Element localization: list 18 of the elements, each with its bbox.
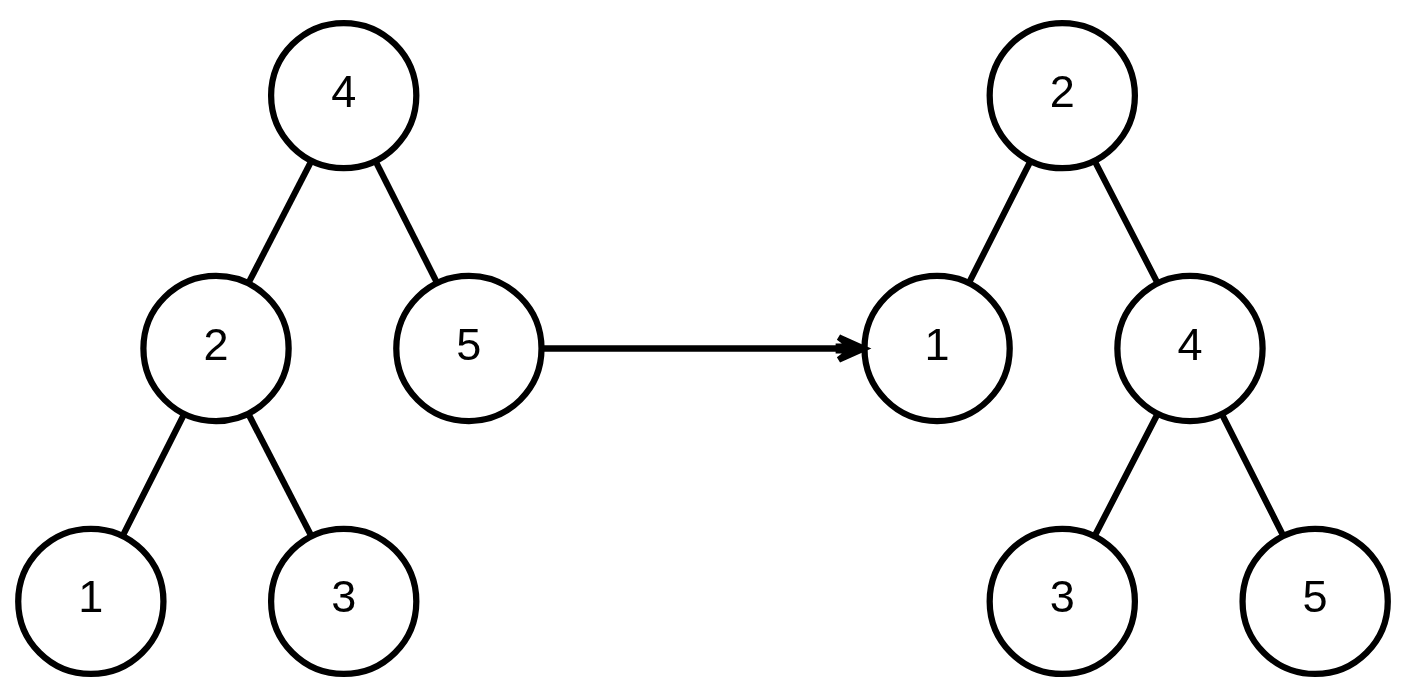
node-circle: 1 xyxy=(861,272,1013,424)
connector xyxy=(372,159,440,284)
node-circle: 4 xyxy=(268,19,420,171)
node-circle: 3 xyxy=(268,525,420,677)
node-circle: 4 xyxy=(1114,272,1266,424)
connector xyxy=(245,159,314,284)
node-circle: 1 xyxy=(15,525,167,677)
connector xyxy=(1092,412,1161,537)
node-circle: 2 xyxy=(986,19,1139,171)
connector xyxy=(1092,159,1161,284)
node-circle: 2 xyxy=(140,272,292,424)
connector xyxy=(966,159,1034,284)
node-circle: 5 xyxy=(393,272,545,424)
node-circle: 5 xyxy=(1239,525,1391,677)
node-circle: 3 xyxy=(986,525,1139,677)
connector xyxy=(1219,412,1287,537)
connector xyxy=(119,412,187,537)
connector xyxy=(245,412,314,537)
